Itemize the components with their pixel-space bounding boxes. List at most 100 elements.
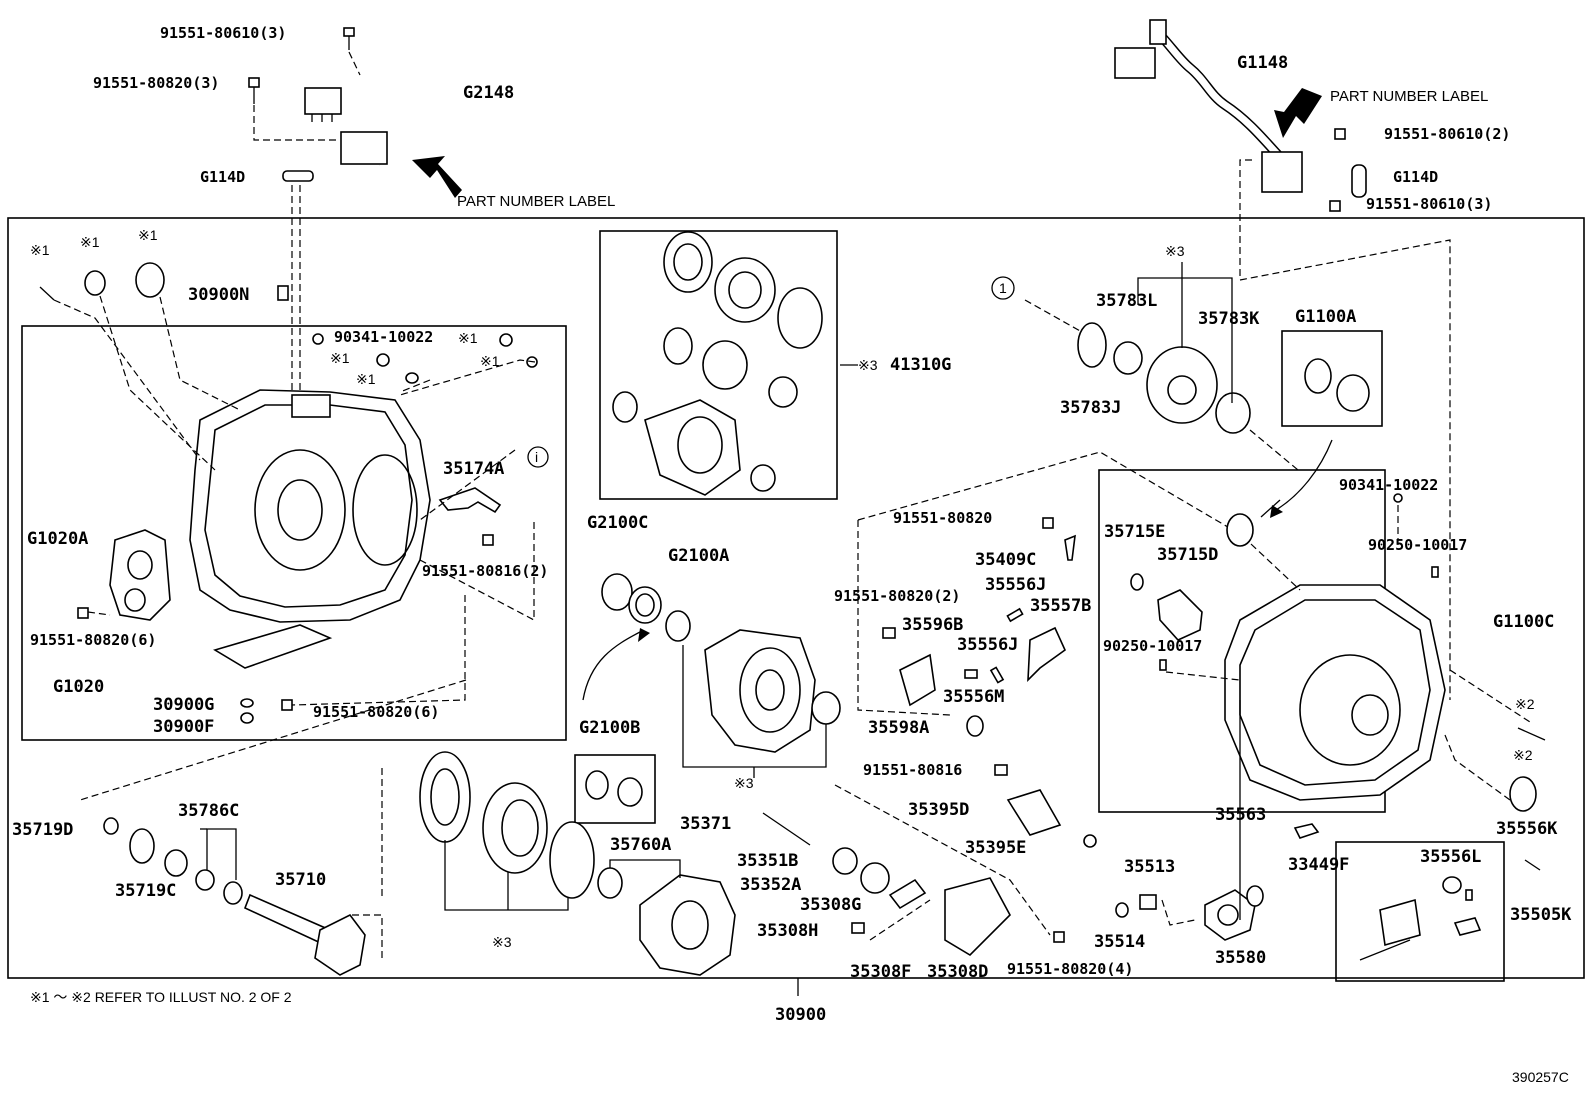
bracket-35174a[interactable] [438,487,502,514]
label-35352a[interactable]: 35352A [740,875,801,895]
label-35557b[interactable]: 35557B [1030,596,1091,616]
pins-35556j[interactable] [989,607,1024,684]
label-91551-80610-3-left[interactable]: 91551-80610(3) [160,24,286,42]
plate-35308d[interactable] [944,877,1011,957]
label-g114d-left[interactable] [282,170,314,182]
label-35556k[interactable]: 35556K [1496,819,1558,839]
label-90250-10017-right[interactable]: 90250-10017 [1368,536,1467,554]
bolt-91551-80816[interactable] [994,764,1008,776]
transaxle-housing-left[interactable] [189,389,431,623]
plug-35513[interactable] [1139,894,1157,910]
label-90250-10017-left[interactable]: 90250-10017 [1103,637,1202,655]
label-91551-80610-2[interactable]: 91551-80610(2) [1384,125,1510,143]
bearing-set-mark3[interactable] [419,751,623,899]
label-35596b[interactable]: 35596B [902,615,963,635]
label-35580[interactable]: 35580 [1215,948,1266,968]
label-91551-80820-3[interactable]: 91551-80820(3) [93,74,219,92]
kit-g2100b[interactable] [585,770,643,807]
magnet-33449f[interactable] [1293,823,1320,839]
label-g2100a[interactable]: G2100A [668,546,729,566]
bolt-mark2[interactable] [1517,727,1546,741]
o-ring-35395e[interactable] [1083,834,1097,848]
label-90341-10022-right[interactable]: 90341-10022 [1339,476,1438,494]
label-g1100c[interactable]: G1100C [1493,612,1554,632]
label-91551-80820-6-bottom[interactable]: 91551-80820(6) [313,703,439,721]
switch-35395d[interactable] [1006,789,1062,836]
lever-35596b[interactable] [899,653,936,707]
label-35715e[interactable]: 35715E [1104,522,1165,542]
label-91551-80816-2[interactable]: 91551-80816(2) [422,562,548,580]
label-35351b[interactable]: 35351B [737,851,798,871]
output-shaft-35710[interactable] [103,817,366,976]
label-35308f[interactable]: 35308F [850,962,911,982]
label-35174a[interactable]: 35174A [443,459,504,479]
pins-90250-10017[interactable] [1159,566,1439,671]
seal-upper-right[interactable] [1226,513,1254,547]
clip-35308g[interactable] [888,878,927,910]
label-g2100c[interactable]: G2100C [587,513,648,533]
cover-plate-g1020[interactable] [213,624,333,669]
bolt-91551-80820-3[interactable] [248,77,260,104]
differential-35760a[interactable] [639,874,736,976]
bearing-35783k[interactable] [1215,392,1251,434]
label-35308g[interactable]: 35308G [800,895,861,915]
label-91551-80820-4[interactable]: 91551-80820(4) [1007,960,1133,978]
label-35556j-bottom[interactable]: 35556J [957,635,1018,655]
label-35556m[interactable]: 35556M [943,687,1004,707]
label-35556j-top[interactable]: 35556J [985,575,1046,595]
label-33449f[interactable]: 33449F [1288,855,1349,875]
label-35514[interactable]: 35514 [1094,932,1145,952]
label-30900g[interactable]: 30900G [153,695,214,715]
label-35760a[interactable]: 35760A [610,835,671,855]
label-g114d-left[interactable]: G114D [200,168,245,186]
label-91551-80820-6-left[interactable]: 91551-80820(6) [30,631,156,649]
cover-35580[interactable] [1204,889,1256,941]
differential-kit-41310g[interactable] [612,231,823,496]
label-35598a[interactable]: 35598A [868,718,929,738]
label-35710[interactable]: 35710 [275,870,326,890]
label-35395d[interactable]: 35395D [908,800,969,820]
label-g2148[interactable]: G2148 [463,83,514,103]
spring-35556m[interactable] [964,669,978,679]
bolt-91551-80610-3-left[interactable] [343,27,355,50]
label-35719d[interactable]: 35719D [12,820,73,840]
seal-35563[interactable] [1246,885,1264,907]
bolt-91551-80820-4[interactable] [1053,931,1065,943]
label-90341-10022-left[interactable]: 90341-10022 [334,328,433,346]
label-g1020a[interactable]: G1020A [27,529,88,549]
label-91551-80610-3-right[interactable]: 91551-80610(3) [1366,195,1492,213]
label-35371[interactable]: 35371 [680,814,731,834]
bolt-30900n[interactable] [277,285,289,301]
wire-harness-g2148[interactable] [304,63,445,170]
label-g114d-right[interactable] [1351,164,1367,198]
label-35308d[interactable]: 35308D [927,962,988,982]
seal-35556k[interactable] [1509,776,1537,812]
ring-35715e[interactable] [1130,573,1144,591]
parts-35505k[interactable] [1359,859,1541,961]
seal-g2100a-group[interactable] [601,573,691,642]
label-35308h[interactable]: 35308H [757,921,818,941]
label-91551-80820-2[interactable]: 91551-80820(2) [834,587,960,605]
label-35715d[interactable]: 35715D [1157,545,1218,565]
bolt-91551-80820-center[interactable] [1042,517,1054,529]
shaft-35371[interactable] [762,812,811,846]
label-35783k[interactable]: 35783K [1198,309,1260,329]
label-41310g[interactable]: 41310G [890,355,951,375]
label-g1020[interactable]: G1020 [53,677,104,697]
seal-35783j[interactable] [1077,322,1107,368]
label-91551-80816[interactable]: 91551-80816 [863,761,962,779]
plug-mark1-set[interactable] [39,262,538,384]
bolt-91551-80610-2[interactable] [1334,128,1346,140]
lever-35557b[interactable] [1027,626,1066,683]
gear-mark3[interactable] [1146,346,1218,424]
label-35563[interactable]: 35563 [1215,805,1266,825]
label-35505k[interactable]: 35505K [1510,905,1572,925]
kit-g1100a[interactable] [1304,358,1370,412]
label-35786c[interactable]: 35786C [178,801,239,821]
label-35783l[interactable]: 35783L [1096,291,1157,311]
label-assembly-30900[interactable]: 30900 [775,1005,826,1025]
cover-g1020a[interactable] [109,529,171,621]
transaxle-housing-right[interactable] [1224,584,1446,801]
label-35783j[interactable]: 35783J [1060,398,1121,418]
label-30900n[interactable]: 30900N [188,285,249,305]
